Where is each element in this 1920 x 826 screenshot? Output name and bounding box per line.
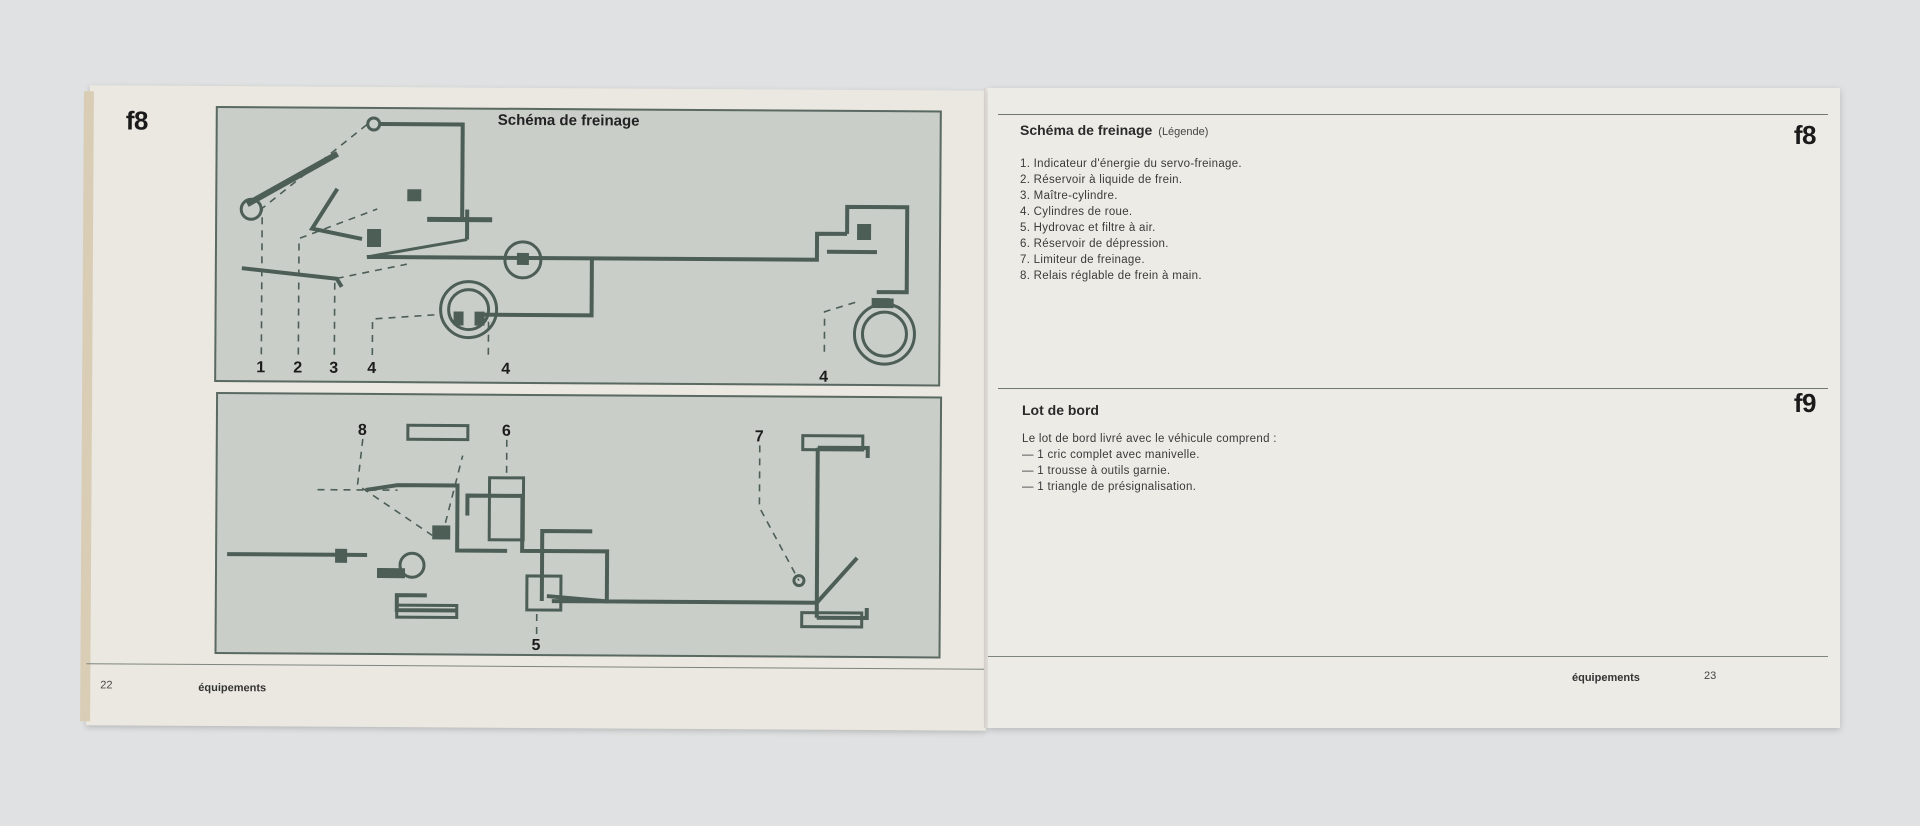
legend-item: 1. Indicateur d'énergie du servo-freinag… [1020, 158, 1242, 170]
legend-item: 3. Maître-cylindre. [1020, 190, 1118, 202]
diagram-label: 5 [531, 637, 540, 654]
page-number: 23 [1704, 670, 1717, 682]
legend-list: 1. Indicateur d'énergie du servo-freinag… [1020, 156, 1242, 284]
diagram-label: 8 [358, 422, 367, 439]
page-edge [80, 91, 94, 722]
legend-item: 4. Cylindres de roue. [1020, 206, 1133, 218]
legend-item: 2. Réservoir à liquide de frein. [1020, 174, 1183, 186]
legend-item: 5. Hydrovac et filtre à air. [1020, 222, 1156, 234]
section-title-text: Schéma de freinage [1020, 122, 1153, 138]
brake-schematic-bottom: 8 6 7 5 [227, 422, 870, 654]
section-title-f9: Lot de bord [1022, 402, 1099, 418]
legend-item: 7. Limiteur de freinage. [1020, 254, 1145, 266]
brake-schematic-top: 1 2 3 4 4 4 [239, 116, 916, 385]
brake-diagram-bottom: 8 6 7 5 [214, 392, 943, 659]
diagram-label: 2 [293, 360, 302, 377]
diagram-label: 4 [501, 361, 510, 378]
section-code-f8: f8 [125, 105, 148, 136]
footer-rule [86, 663, 987, 670]
legend-item: 8. Relais réglable de frein à main. [1020, 270, 1202, 282]
section-title-f8: Schéma de freinage (Légende) [1020, 122, 1208, 138]
diagram-label: 6 [502, 423, 511, 440]
left-page: f8 Schéma de freinage [80, 85, 990, 731]
right-page: Schéma de freinage (Légende) f8 1. Indica… [988, 88, 1840, 728]
top-rule [998, 114, 1828, 115]
section-code-f8: f8 [1793, 120, 1817, 150]
diagram-label: 3 [329, 360, 338, 377]
intro-text: Le lot de bord livré avec le véhicule co… [1022, 433, 1277, 445]
list-item: — 1 triangle de présignalisation. [1022, 481, 1197, 493]
footer-label: équipements [1572, 672, 1640, 684]
footer-rule [988, 656, 1828, 657]
legend-item: 6. Réservoir de dépression. [1020, 238, 1169, 250]
section-divider [998, 388, 1828, 389]
footer-label: équipements [198, 681, 267, 695]
list-item: — 1 cric complet avec manivelle. [1022, 449, 1200, 461]
open-booklet: f8 Schéma de freinage [80, 85, 1840, 731]
section-code-f9: f9 [1793, 388, 1817, 418]
lot-de-bord-list: Le lot de bord livré avec le véhicule co… [1022, 431, 1277, 495]
diagram-label: 4 [819, 369, 828, 385]
diagram-label: 7 [755, 428, 764, 445]
diagram-label: 4 [367, 360, 376, 377]
diagram-label: 1 [256, 359, 265, 376]
brake-diagram-top: Schéma de freinage [214, 106, 942, 387]
list-item: — 1 trousse à outils garnie. [1022, 465, 1171, 477]
page-number: 22 [100, 679, 113, 692]
section-subtitle: (Légende) [1158, 126, 1209, 138]
